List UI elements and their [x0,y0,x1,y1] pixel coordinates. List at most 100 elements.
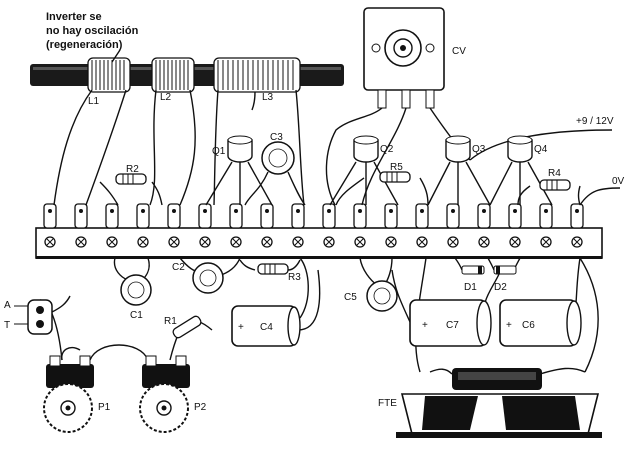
label-c6: C6 [522,320,535,331]
label-q2: Q2 [380,144,394,155]
resistor-r3 [257,263,289,275]
lug-hole [141,209,145,213]
label-r1: R1 [164,316,177,327]
resistor-r5 [379,171,411,183]
label-q3: Q3 [472,144,486,155]
lug-hole [513,209,517,213]
label-d2: D2 [494,282,507,293]
label-q1: Q1 [212,146,226,157]
note-line-2: no hay oscilación [46,25,139,37]
lug-hole [482,209,486,213]
terminal-strip [35,227,603,259]
label-c1: C1 [130,310,143,321]
capacitor-c7 [409,299,492,347]
lug-hole [575,209,579,213]
solder-lug [260,203,274,229]
note-line-1: Inverter se [46,11,102,23]
screw-slot [170,238,178,246]
screw-slot [77,238,85,246]
solder-lug [229,203,243,229]
coil-l3 [213,57,301,93]
lug-hole [544,209,548,213]
solder-lug [384,203,398,229]
lug-hole [234,209,238,213]
connection-wires [39,89,621,375]
label-c4: C4 [260,322,273,333]
lug-hole [110,209,114,213]
lug-hole [296,209,300,213]
label-r4: R4 [548,168,561,179]
transistor-q4 [507,135,533,163]
solder-lug [477,203,491,229]
label-q4: Q4 [534,144,548,155]
screw-slot [418,238,426,246]
diode-d1 [461,265,485,275]
screw-slot [542,238,550,246]
solder-lug [446,203,460,229]
lug-hole [358,209,362,213]
lug-hole [203,209,207,213]
label-r3: R3 [288,272,301,283]
solder-lug [74,203,88,229]
solder-lug [198,203,212,229]
label-c6-polarity: + [506,320,512,331]
capacitor-c4 [231,305,301,347]
screw-slot [46,238,54,246]
potentiometer-p1 [43,355,94,433]
screw-slot [511,238,519,246]
screw-slot [573,238,581,246]
screw-slot [449,238,457,246]
resistor-r4 [539,179,571,191]
screw-slot [232,238,240,246]
screw-slot [387,238,395,246]
transistor-q3 [445,135,471,163]
coil-l2 [151,57,195,93]
label-antenna-t: T [4,320,10,331]
lug-hole [451,209,455,213]
resistor-r2 [115,173,147,185]
solder-lug [43,203,57,229]
label-d1: D1 [464,282,477,293]
solder-lug [105,203,119,229]
capacitor-c3 [261,141,295,175]
potentiometer-p2 [139,355,190,433]
lug-hole [48,209,52,213]
screw-slot [108,238,116,246]
label-ground: 0V [612,176,625,187]
transistor-q2 [353,135,379,163]
solder-lug [570,203,584,229]
label-r5: R5 [390,162,403,173]
variable-capacitor [363,7,445,109]
note-arrow [111,49,121,63]
capacitor-c6 [499,299,582,347]
screw-slot [480,238,488,246]
antenna-terminal [14,299,53,335]
solder-lug [353,203,367,229]
lug-hole [389,209,393,213]
label-c3: C3 [270,132,283,143]
screw-slot [294,238,302,246]
solder-lug [415,203,429,229]
note-line-3: (regeneración) [46,39,123,51]
lug-hole [327,209,331,213]
label-r2: R2 [126,164,139,175]
solder-lug [136,203,150,229]
capacitor-c5 [366,280,398,312]
label-speaker: FTE [378,398,397,409]
resistor-r1 [172,315,202,339]
label-c2: C2 [172,262,185,273]
coil-l1 [87,57,131,93]
solder-lug [291,203,305,229]
lug-hole [420,209,424,213]
lug-hole [265,209,269,213]
label-l3: L3 [262,92,274,103]
solder-lug [539,203,553,229]
label-cv: CV [452,46,466,57]
label-l2: L2 [160,92,172,103]
solder-lug [508,203,522,229]
solder-lugs [43,203,584,248]
lug-hole [172,209,176,213]
label-supply: +9 / 12V [576,116,614,127]
